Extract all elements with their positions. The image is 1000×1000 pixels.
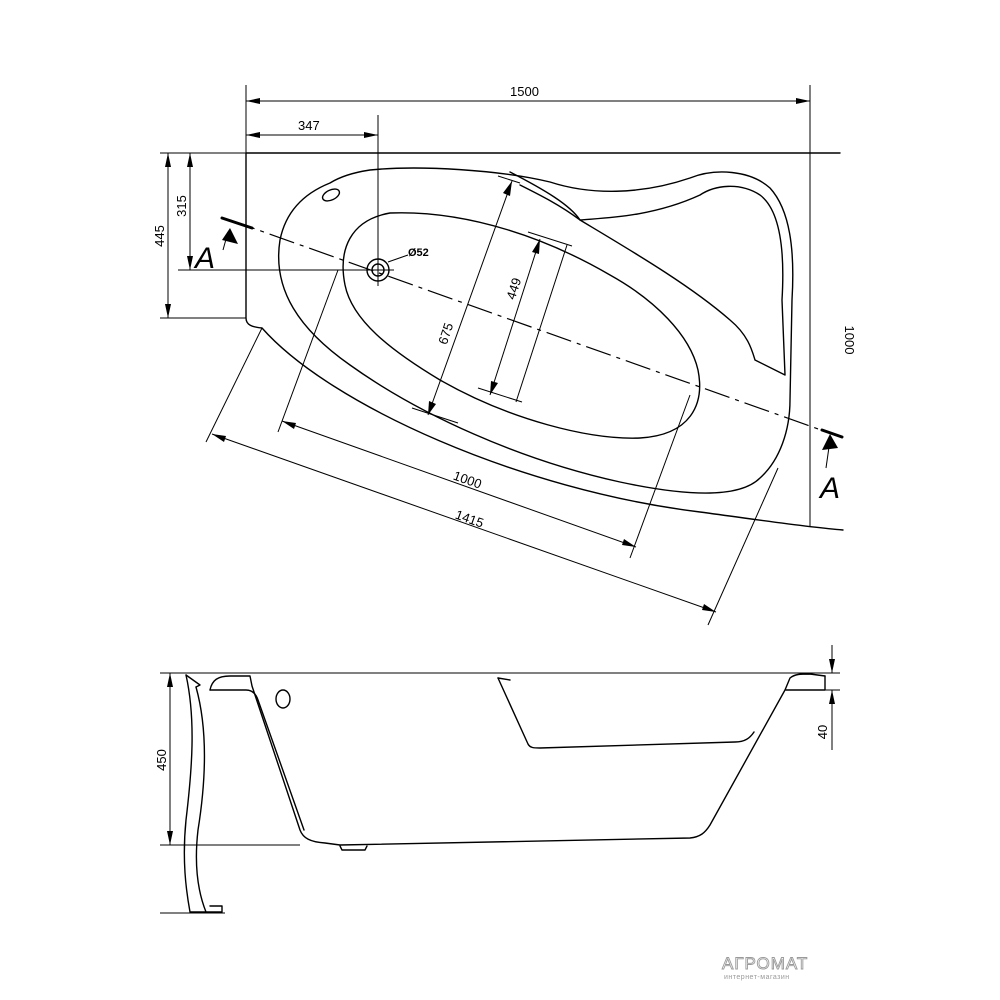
- dim-40: 40: [815, 725, 830, 739]
- side-backrest: [497, 677, 755, 749]
- section-label-left: A: [193, 242, 215, 275]
- side-front-panel: [183, 674, 223, 913]
- top-backrest: [509, 171, 786, 376]
- dim-1500: 1500: [510, 84, 539, 99]
- drain: [362, 254, 394, 286]
- dim-449: 449: [503, 276, 524, 301]
- dim-450: 450: [154, 749, 169, 771]
- dim-1000-right: 1000: [842, 326, 857, 355]
- dim-347: 347: [298, 118, 320, 133]
- section-arrow-left: [222, 228, 238, 244]
- top-backrest-inner: [519, 184, 581, 221]
- watermark-brand: АГРОМАТ: [722, 954, 808, 973]
- side-overflow-hole: [275, 689, 291, 709]
- top-basin-contour: [342, 212, 701, 439]
- watermark-tagline: интернет-магазин: [724, 974, 790, 981]
- section-line: [229, 219, 839, 437]
- section-tick-right: [820, 428, 844, 439]
- dim-675: 675: [435, 321, 456, 346]
- top-view: A A 1500 347 315 445 1000 Ø52: [152, 84, 857, 626]
- dim-315: 315: [174, 195, 189, 217]
- dim-d52: Ø52: [408, 247, 429, 259]
- side-view: 450 40: [154, 645, 840, 914]
- watermark: АГРОМАТ интернет-магазин: [722, 954, 808, 981]
- top-outer-contour: [245, 152, 844, 531]
- overflow-hole: [321, 188, 341, 202]
- side-tub-body: [209, 673, 826, 846]
- section-tick-left: [220, 216, 254, 230]
- dim-445: 445: [152, 225, 167, 247]
- dim-1000-diag: 1000: [451, 468, 483, 492]
- dim-1415: 1415: [453, 507, 485, 531]
- top-rim-contour: [278, 167, 794, 494]
- section-label-right: A: [818, 472, 840, 505]
